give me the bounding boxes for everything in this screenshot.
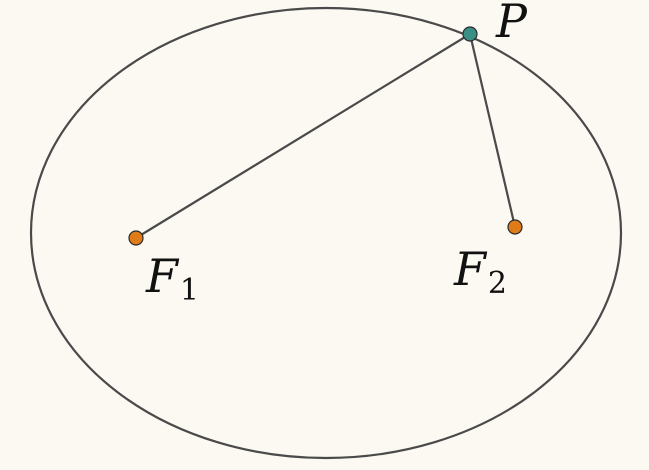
point-p	[462, 26, 478, 42]
label-f2: F2	[453, 242, 507, 301]
label-f2-subscript: 2	[488, 266, 507, 301]
segment-f1-to-p	[135, 33, 471, 239]
label-p: P	[495, 0, 528, 48]
label-f1-subscript: 1	[180, 273, 199, 308]
focus-1-point	[128, 230, 144, 246]
ellipse	[29, 6, 623, 460]
label-f2-letter: F	[453, 242, 488, 296]
segment-f2-to-p	[468, 33, 517, 228]
label-f1: F1	[145, 249, 199, 308]
label-f1-letter: F	[145, 249, 180, 303]
focus-2-point	[507, 219, 523, 235]
